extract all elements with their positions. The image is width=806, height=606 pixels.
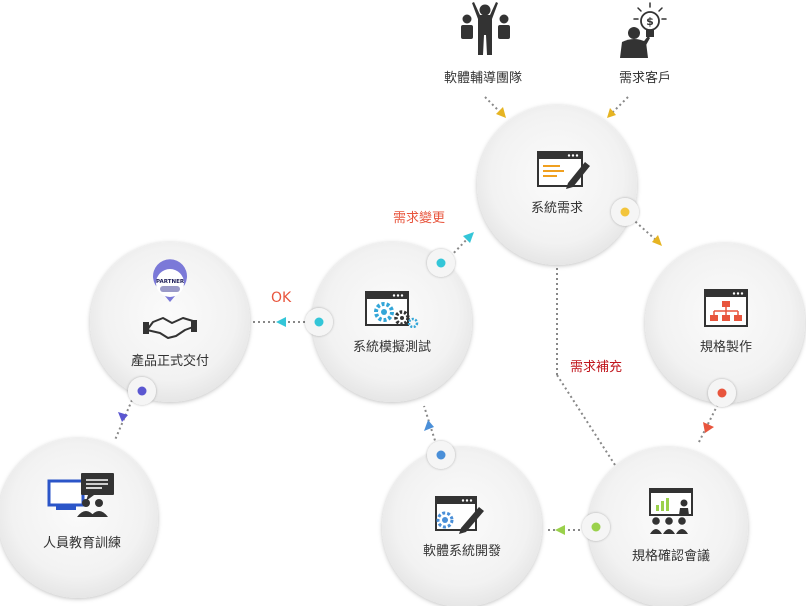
connector-spec-to-meeting (697, 399, 721, 445)
arrowhead-team (496, 107, 506, 118)
dot-spec-red (708, 379, 736, 407)
node-label-software-dev: 軟體系統開發 (423, 543, 501, 559)
arrowhead-spec (652, 235, 662, 246)
edge-label-ok: OK (271, 290, 292, 306)
arrowhead-dev (555, 525, 565, 535)
dot-requirement-yellow (611, 198, 639, 226)
arrowhead-ok (276, 317, 286, 327)
arrowhead-test (424, 420, 434, 431)
edge-label-change: 需求變更 (393, 210, 445, 226)
source-label-client: 需求客戶 (619, 70, 671, 86)
connector-client-to-requirement (611, 96, 629, 114)
dot-meeting-green (582, 513, 610, 541)
connector-team-to-requirement (484, 96, 501, 113)
svg-text:$: $ (646, 15, 654, 28)
presentation-meeting-icon (649, 488, 693, 534)
window-pencil-gear-icon (435, 496, 484, 534)
node-label-system-requirement: 系統需求 (531, 201, 583, 216)
partner-handshake-icon: PARTNER (143, 259, 197, 339)
connector-dots (128, 198, 736, 541)
dot-delivery-purple (128, 377, 156, 405)
edit-document-icon (537, 151, 590, 189)
dot-dev-blue (427, 441, 455, 469)
arrowhead-meeting (703, 422, 714, 433)
arrowhead-client (607, 108, 616, 118)
dot-test-cyan-top (427, 249, 455, 277)
businessman-idea-icon: $ (620, 2, 667, 58)
arrowheads (118, 107, 714, 535)
window-gears-icon (365, 291, 419, 329)
circle-spec-meeting (588, 447, 748, 606)
node-label-simulation-test: 系統模擬測試 (353, 339, 431, 355)
dot-test-cyan-left (305, 308, 333, 336)
arrowhead-training (118, 412, 128, 422)
computer-training-icon (47, 473, 114, 517)
partner-badge-text: PARTNER (156, 279, 185, 285)
node-label-spec-meeting: 規格確認會議 (632, 548, 710, 564)
node-label-staff-training: 人員教育訓練 (43, 535, 121, 551)
sitemap-window-icon (704, 289, 748, 327)
circle-staff-training (0, 438, 158, 598)
node-label-spec-making: 規格製作 (700, 339, 752, 355)
node-label-product-delivery: 產品正式交付 (131, 353, 209, 369)
team-people-icon (461, 2, 510, 55)
connector-meeting-to-requirement (556, 374, 616, 466)
arrowhead-change (463, 232, 474, 243)
source-label-team: 軟體輔導團隊 (444, 70, 522, 86)
edge-label-supplement: 需求補充 (570, 359, 622, 375)
